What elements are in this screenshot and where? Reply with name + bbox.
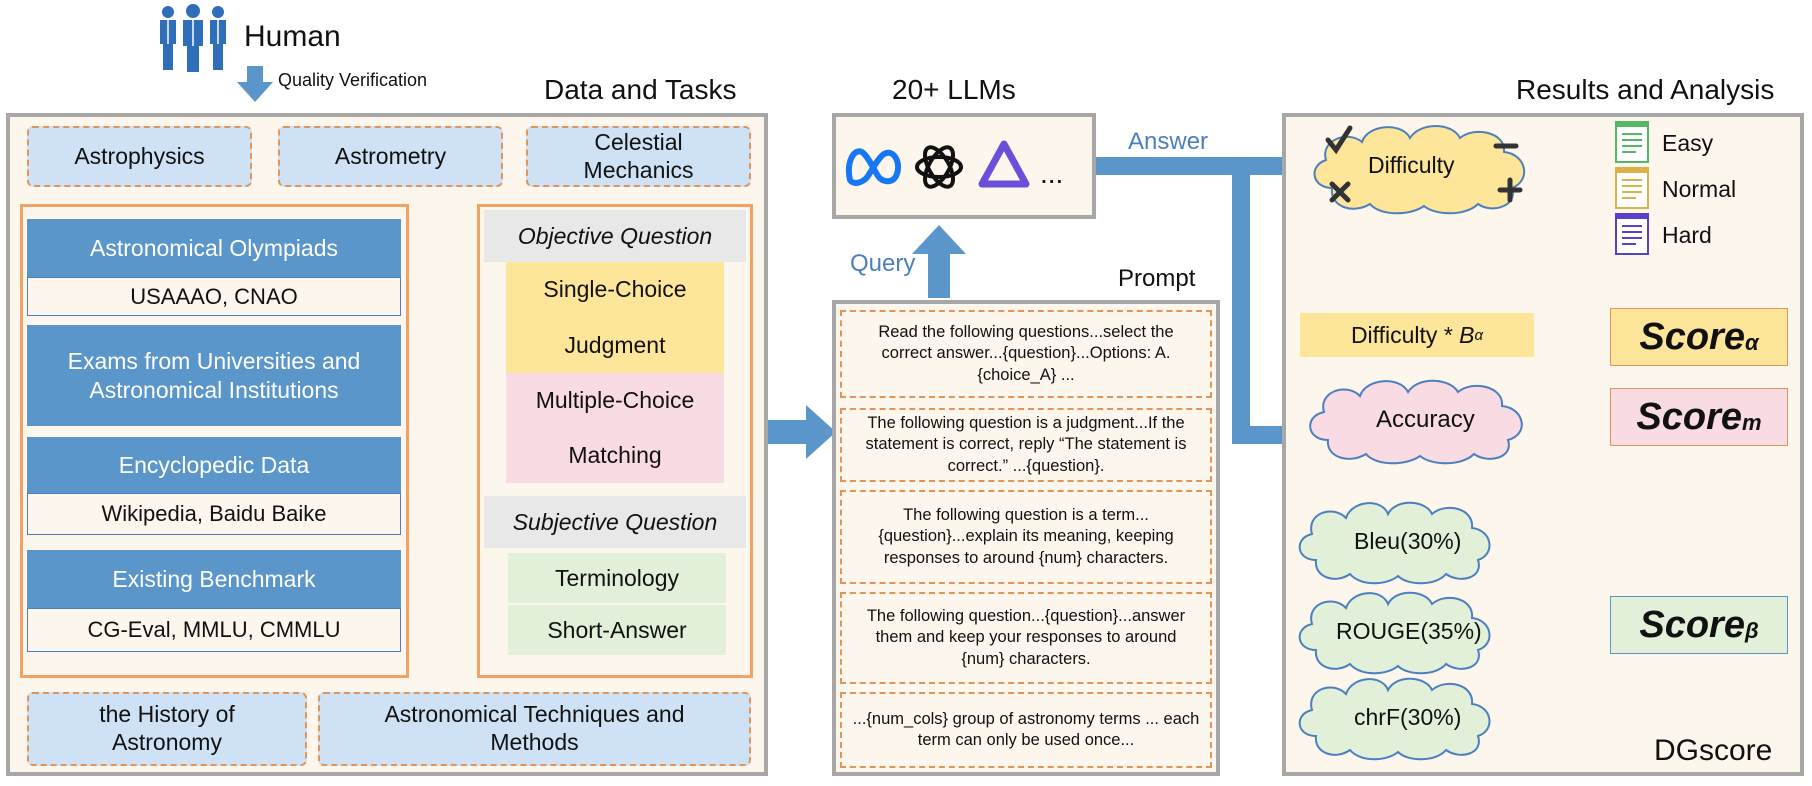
verification-arrow: [237, 66, 273, 102]
score-m-base: Score: [1636, 395, 1743, 438]
topic-techniques: Astronomical Techniques and Methods: [318, 692, 751, 766]
question-terminology: Terminology: [508, 553, 726, 603]
bleu-cloud: [1298, 501, 1491, 585]
source-exams-head: Exams from Universities and Astronomical…: [27, 325, 401, 426]
question-multiple-choice: Multiple-Choice: [506, 373, 724, 428]
dgscore-label: DGscore: [1654, 734, 1773, 767]
prompt-judgment: The following question is a judgment...I…: [840, 408, 1212, 482]
question-short-answer: Short-Answer: [508, 605, 726, 655]
source-olympiads-sub: USAAAO, CNAO: [27, 277, 401, 316]
topic-history: the History of Astronomy: [27, 692, 307, 766]
metric-chrf: chrF(30%): [1354, 704, 1462, 730]
openai-logo-icon: [915, 145, 963, 189]
answer-label: Answer: [1128, 128, 1209, 155]
source-benchmark-sub: CG-Eval, MMLU, CMMLU: [27, 608, 401, 652]
prompt-terminology: The following question is a term...{ques…: [840, 490, 1212, 584]
meta-logo-icon: [846, 148, 902, 186]
topic-astrophysics: Astrophysics: [27, 126, 252, 187]
level-easy: Easy: [1662, 130, 1714, 156]
prompt-single-choice: Read the following questions...select th…: [840, 310, 1212, 398]
human-group-icon: [160, 4, 226, 72]
question-matching: Matching: [506, 428, 724, 483]
data-to-prompt-arrow: [766, 405, 836, 459]
rouge-cloud: [1298, 591, 1491, 675]
metric-bleu: Bleu(30%): [1354, 528, 1462, 554]
difficulty-formula-text: Difficulty *: [1350, 321, 1460, 348]
topic-celestial-mechanics: Celestial Mechanics: [526, 126, 751, 187]
source-encyclopedic-sub: Wikipedia, Baidu Baike: [27, 493, 401, 535]
formula-symbol: B: [1459, 321, 1475, 348]
difficulty-cloud: [1313, 125, 1526, 215]
llms-title: 20+ LLMs: [892, 74, 1016, 105]
accuracy-label: Accuracy: [1376, 406, 1475, 433]
score-beta-sub: β: [1744, 618, 1759, 643]
score-beta-base: Score: [1639, 603, 1745, 646]
prompt-matching: ...{num_cols} group of astronomy terms .…: [840, 692, 1212, 768]
level-hard: Hard: [1662, 222, 1712, 248]
question-judgment: Judgment: [506, 317, 724, 373]
query-label: Query: [850, 250, 916, 277]
human-label: Human: [244, 20, 341, 53]
results-title: Results and Analysis: [1516, 74, 1775, 105]
data-sources-box: [20, 204, 409, 678]
question-single-choice: Single-Choice: [506, 262, 724, 317]
llms-ellipsis: ...: [1040, 158, 1064, 189]
chrf-cloud: [1298, 677, 1491, 761]
source-olympiads-head: Astronomical Olympiads: [27, 219, 401, 277]
difficulty-label: Difficulty: [1368, 152, 1455, 178]
source-encyclopedic-head: Encyclopedic Data: [27, 437, 401, 493]
question-types-box: [477, 204, 753, 678]
accuracy-cloud: [1309, 379, 1523, 465]
source-benchmark-head: Existing Benchmark: [27, 550, 401, 608]
query-arrow: [912, 225, 966, 298]
metric-rouge: ROUGE(35%): [1336, 618, 1482, 644]
normal-doc-icon: [1615, 167, 1649, 209]
score-alpha-sub: α: [1744, 330, 1759, 355]
score-m-sub: m: [1742, 410, 1762, 435]
qwen-logo-icon: [978, 140, 1030, 188]
subjective-question-head: Subjective Question: [484, 496, 746, 548]
quality-verification-label: Quality Verification: [278, 70, 428, 90]
hard-doc-icon: [1615, 213, 1649, 255]
prompt-title: Prompt: [1118, 265, 1196, 292]
data-tasks-title: Data and Tasks: [544, 74, 737, 105]
easy-doc-icon: [1615, 121, 1649, 163]
level-normal: Normal: [1662, 176, 1737, 202]
topic-astrometry: Astrometry: [278, 126, 503, 187]
score-alpha-base: Score: [1639, 315, 1745, 358]
formula-sub: α: [1474, 326, 1484, 344]
objective-question-head: Objective Question: [484, 210, 746, 262]
prompt-short-answer: The following question...{question}...an…: [840, 592, 1212, 684]
